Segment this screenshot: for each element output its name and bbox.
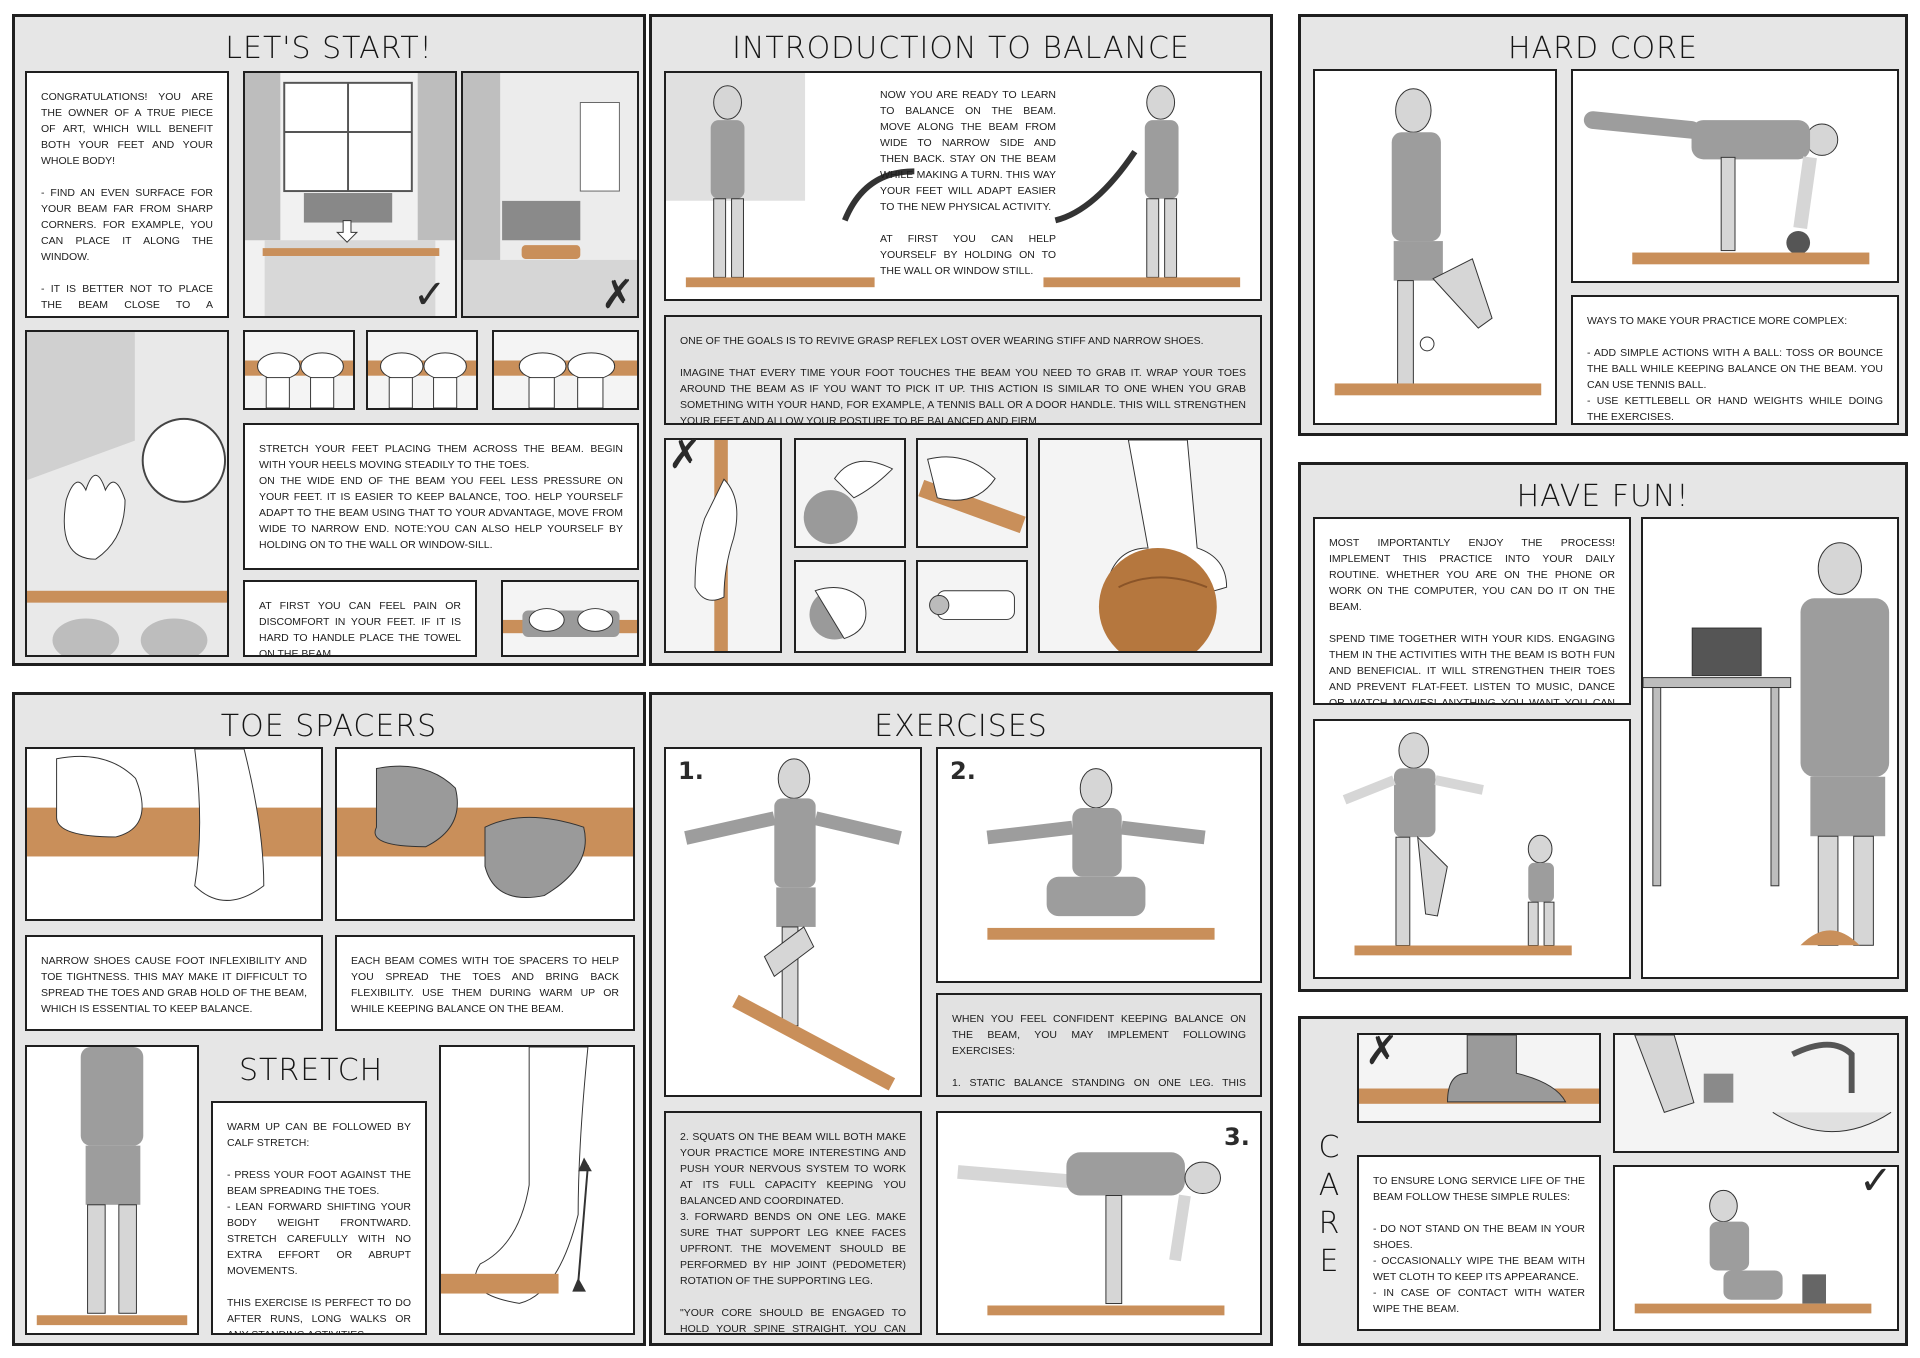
exercise-squats-panel: 2. SQUATS ON THE BEAM WILL BOTH MAKE YOU… — [664, 1111, 922, 1335]
grasp-text: ONE OF THE GOALS IS TO REVIVE GRASP REFL… — [680, 335, 1246, 425]
cross-mark-icon: ✗ — [601, 272, 635, 318]
care-wipe-beam-illustration — [1613, 1165, 1899, 1331]
exercise-3-illustration — [936, 1111, 1262, 1335]
window-room-illustration — [243, 71, 457, 318]
exercise-squats-text: 2. SQUATS ON THE BEAM WILL BOTH MAKE YOU… — [680, 1131, 906, 1335]
hard-core-section: HARD CORE WAYS TO MAKE YOUR PRACTICE MOR… — [1298, 14, 1908, 436]
hand-ball-illustration — [794, 438, 906, 548]
exercise-3-number: 3. — [1224, 1123, 1250, 1151]
exercise-2-illustration — [936, 747, 1262, 983]
dancing-kid-illustration — [1313, 719, 1631, 979]
lets-start-title: LET'S START! — [225, 31, 433, 66]
balance-title: INTRODUCTION TO BALANCE — [732, 31, 1190, 66]
toe-spacers-section: TOE SPACERS NARROW SHOES CAUSE FOOT INFL… — [12, 692, 646, 1346]
stretch-text-panel: WARM UP CAN BE FOLLOWED BY CALF STRETCH:… — [211, 1101, 427, 1335]
foot-beam-right-illustration — [916, 438, 1028, 548]
exercises-title: EXERCISES — [874, 709, 1048, 744]
hard-core-title: HARD CORE — [1508, 31, 1698, 66]
exercise-confident-panel: WHEN YOU FEEL CONFIDENT KEEPING BALANCE … — [936, 993, 1262, 1097]
toes-panel-3 — [492, 330, 639, 410]
stretch-title: STRETCH — [239, 1053, 384, 1088]
exercise-confident-text: WHEN YOU FEEL CONFIDENT KEEPING BALANCE … — [952, 1013, 1246, 1095]
toe-spacers-title: TOE SPACERS — [220, 709, 438, 744]
toe-spacers-right-text: EACH BEAM COMES WITH TOE SPACERS TO HELP… — [351, 955, 619, 1015]
hard-core-ball-illustration — [1313, 69, 1557, 425]
foot-grip-illustration — [916, 560, 1028, 653]
balance-intro-text: NOW YOU ARE READY TO LEARN TO BALANCE ON… — [880, 89, 1056, 277]
stretch-feet-panel: STRETCH YOUR FEET PLACING THEM ACROSS TH… — [243, 423, 639, 570]
cross-mark-icon: ✗ — [668, 432, 702, 478]
toes-panel-2 — [366, 330, 478, 410]
toe-spacers-left-text: NARROW SHOES CAUSE FOOT INFLEXIBILITY AN… — [41, 955, 307, 1015]
toes-panel-1 — [243, 330, 355, 410]
care-wipe-illustration — [1613, 1033, 1899, 1153]
cross-mark-icon: ✗ — [1365, 1028, 1399, 1074]
toe-spacers-feet-illustration — [25, 747, 323, 921]
have-fun-title: HAVE FUN! — [1516, 479, 1690, 514]
have-fun-text-panel: MOST IMPORTANTLY ENJOY THE PROCESS! IMPL… — [1313, 517, 1631, 705]
lets-start-intro-text: CONGRATULATIONS! YOU ARE THE OWNER OF A … — [41, 91, 213, 316]
feet-on-beam-illustration — [25, 330, 229, 657]
stretch-person-illustration — [25, 1045, 199, 1335]
exercise-1-number: 1. — [678, 757, 704, 785]
care-section: C A R E ✗ TO ENSURE LONG SERVICE LIFE OF… — [1298, 1016, 1908, 1346]
have-fun-text: MOST IMPORTANTLY ENJOY THE PROCESS! IMPL… — [1329, 537, 1615, 705]
exercise-2-number: 2. — [950, 757, 976, 785]
care-shoe-wrong-illustration — [1357, 1033, 1601, 1123]
hand-ball-2-illustration — [794, 560, 906, 653]
balance-section: INTRODUCTION TO BALANCE NOW YOU ARE READ… — [649, 14, 1273, 666]
stretch-text: WARM UP CAN BE FOLLOWED BY CALF STRETCH:… — [227, 1121, 411, 1335]
lets-start-section: LET'S START! CONGRATULATIONS! YOU ARE TH… — [12, 14, 646, 666]
lets-start-intro-panel: CONGRATULATIONS! YOU ARE THE OWNER OF A … — [25, 71, 229, 318]
care-text: TO ENSURE LONG SERVICE LIFE OF THE BEAM … — [1373, 1175, 1585, 1315]
hard-core-text: WAYS TO MAKE YOUR PRACTICE MORE COMPLEX:… — [1587, 315, 1883, 423]
grip-wrong-illustration — [664, 438, 782, 653]
pain-text: AT FIRST YOU CAN FEEL PAIN OR DISCOMFORT… — [259, 600, 461, 657]
stretch-feet-text: STRETCH YOUR FEET PLACING THEM ACROSS TH… — [259, 443, 623, 551]
hard-core-kettlebell-illustration — [1571, 69, 1899, 283]
toe-spacers-right-text-panel: EACH BEAM COMES WITH TOE SPACERS TO HELP… — [335, 935, 635, 1031]
towel-illustration — [501, 580, 639, 657]
have-fun-section: HAVE FUN! MOST IMPORTANTLY ENJOY THE PRO… — [1298, 462, 1908, 992]
toe-spacers-left-text-panel: NARROW SHOES CAUSE FOOT INFLEXIBILITY AN… — [25, 935, 323, 1031]
calf-stretch-illustration — [439, 1045, 635, 1335]
exercises-section: EXERCISES 1. 2. WHEN YOU FEEL CONFIDENT … — [649, 692, 1273, 1346]
care-title: C A R E — [1318, 1130, 1340, 1279]
laptop-desk-illustration — [1641, 517, 1899, 979]
pain-panel: AT FIRST YOU CAN FEEL PAIN OR DISCOMFORT… — [243, 580, 477, 657]
check-mark-icon: ✓ — [1859, 1158, 1893, 1204]
exercise-1-illustration — [664, 747, 922, 1097]
hard-core-text-panel: WAYS TO MAKE YOUR PRACTICE MORE COMPLEX:… — [1571, 295, 1899, 425]
grasp-panel: ONE OF THE GOALS IS TO REVIVE GRASP REFL… — [664, 315, 1262, 425]
toe-spacers-device-illustration — [335, 747, 635, 921]
check-mark-icon: ✓ — [413, 272, 447, 318]
care-text-panel: TO ENSURE LONG SERVICE LIFE OF THE BEAM … — [1357, 1155, 1601, 1331]
foot-ball-illustration — [1038, 438, 1262, 653]
radiator-wrong-illustration — [461, 71, 639, 318]
balance-illustration-panel — [664, 71, 1262, 301]
